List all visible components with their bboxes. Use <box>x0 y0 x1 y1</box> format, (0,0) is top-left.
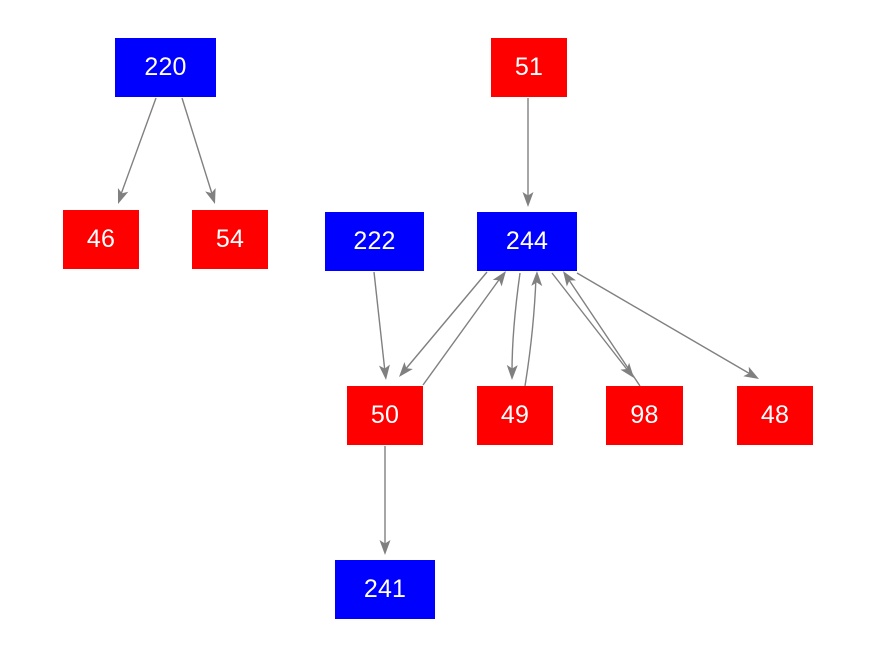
edge-line <box>576 272 753 376</box>
edge-98-to-244 <box>563 271 641 387</box>
arrowhead-icon <box>378 364 390 380</box>
arrowhead-icon <box>506 364 518 380</box>
arrowhead-icon <box>563 271 576 287</box>
edge-244-to-50 <box>399 271 488 377</box>
node-label: 50 <box>370 401 400 429</box>
node-label: 220 <box>144 53 187 81</box>
arrowhead-icon <box>620 362 634 378</box>
arrowhead-icon <box>379 540 391 555</box>
node-label: 98 <box>630 401 659 429</box>
node-label: 241 <box>363 575 407 603</box>
edge-49-to-244 <box>524 271 543 387</box>
edge-244-to-49 <box>506 272 521 380</box>
graph-node-220[interactable]: 220 <box>115 38 216 97</box>
edge-line <box>551 272 630 373</box>
node-label: 222 <box>353 227 396 255</box>
arrowhead-icon <box>399 361 413 377</box>
graph-node-98[interactable]: 98 <box>606 386 683 445</box>
arrowhead-icon <box>492 271 506 287</box>
graph-node-46[interactable]: 46 <box>63 210 139 269</box>
edge-222-to-50 <box>373 271 390 380</box>
edge-50-to-244 <box>422 271 506 386</box>
edge-line <box>181 97 214 198</box>
graph-node-51[interactable]: 51 <box>491 38 567 97</box>
edge-line <box>422 276 502 386</box>
edge-line <box>119 97 157 198</box>
edge-line <box>524 276 537 387</box>
edge-line <box>373 271 386 373</box>
edge-line <box>566 276 641 387</box>
graph-node-48[interactable]: 48 <box>737 386 813 445</box>
edge-220-to-46 <box>117 97 157 204</box>
node-label: 244 <box>505 227 549 255</box>
graph-node-49[interactable]: 49 <box>477 386 553 445</box>
edge-line <box>403 271 488 372</box>
graph-node-50[interactable]: 50 <box>347 386 423 445</box>
graph-node-54[interactable]: 54 <box>192 210 268 269</box>
edge-line <box>511 272 521 373</box>
edge-220-to-54 <box>181 97 216 204</box>
node-label: 54 <box>215 225 245 253</box>
arrowhead-icon <box>531 271 543 287</box>
edge-51-to-244 <box>522 98 534 207</box>
arrowhead-icon <box>117 188 129 204</box>
edge-244-to-48 <box>576 272 759 379</box>
graph-node-244[interactable]: 244 <box>477 212 577 271</box>
node-label: 46 <box>86 225 116 253</box>
graph-node-241[interactable]: 241 <box>335 560 435 619</box>
arrowhead-icon <box>205 188 216 204</box>
graph-node-222[interactable]: 222 <box>325 212 424 271</box>
edge-50-to-241 <box>379 446 391 555</box>
arrowhead-icon <box>743 366 759 379</box>
node-label: 51 <box>514 53 544 81</box>
node-label: 48 <box>760 401 790 429</box>
node-label: 49 <box>500 401 530 429</box>
edge-244-to-98 <box>551 272 634 378</box>
arrowhead-icon <box>522 192 534 207</box>
